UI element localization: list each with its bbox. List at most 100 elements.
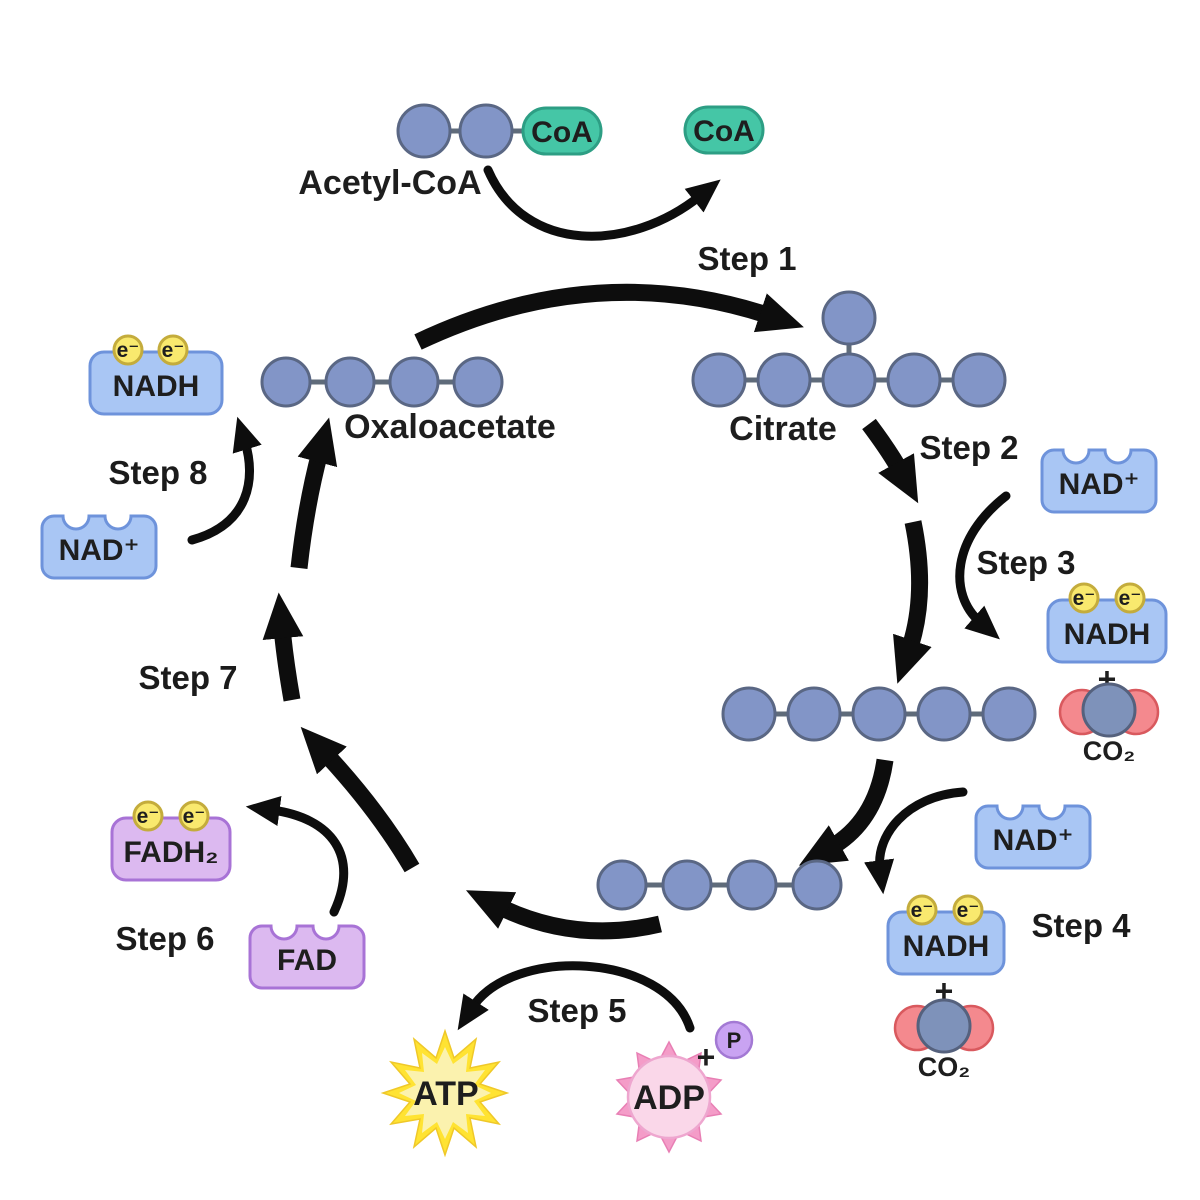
oxaloacetate-molecule: Oxaloacetate <box>260 356 556 446</box>
coa-capsule-label: CoA <box>531 116 593 149</box>
nad-plus-step4: NAD⁺ <box>974 804 1092 870</box>
carbon-atom <box>396 103 452 159</box>
nad-plus-label: NAD⁺ <box>993 824 1074 857</box>
step6-label: Step 6 <box>115 920 214 957</box>
fad-label: FAD <box>277 944 337 977</box>
carbon-atom <box>596 859 648 911</box>
nadh-label: NADH <box>113 370 200 403</box>
electron-label: e⁻ <box>137 805 160 828</box>
nadh-label: NADH <box>1064 618 1151 651</box>
carbon-atom <box>916 686 972 742</box>
nadh-step8: e⁻ e⁻ NADH <box>88 334 224 416</box>
nad-plus-step3: NAD⁺ <box>1040 448 1158 514</box>
carbon-atom <box>1081 682 1137 738</box>
electron-icon <box>1068 582 1100 614</box>
coa-capsule <box>683 105 765 155</box>
electron-icon <box>952 894 984 926</box>
carbon-atom <box>886 352 942 408</box>
step6-fad-reduction-arrow <box>245 796 349 917</box>
nadh-step4: e⁻ e⁻ NADH + <box>886 894 1006 1009</box>
coa-capsule <box>521 106 603 156</box>
carbon-atom <box>821 352 877 408</box>
step4-label: Step 4 <box>1031 907 1131 944</box>
step3-nad-reduction-arrow <box>955 491 1011 640</box>
nadh-box <box>88 350 224 416</box>
co2-label: CO₂ <box>1083 736 1136 766</box>
co2-label: CO₂ <box>918 1052 971 1082</box>
cycle-arrow-step3-to-4 <box>798 758 894 866</box>
step1-label: Step 1 <box>697 240 796 277</box>
electron-label: e⁻ <box>957 899 980 922</box>
cycle-arrow-step2 <box>862 418 919 504</box>
step3-label: Step 3 <box>976 544 1075 581</box>
adp-label: ADP <box>633 1079 705 1117</box>
electron-icon <box>178 800 210 832</box>
atp-star-inner <box>399 1047 491 1139</box>
step8-nad-reduction-arrow <box>187 416 262 545</box>
nad-plus-label: NAD⁺ <box>59 534 140 567</box>
fad-step6: FAD <box>248 924 366 990</box>
nadh-box <box>886 910 1006 976</box>
atp-label: ATP <box>413 1075 478 1113</box>
carbon-atom <box>916 998 972 1054</box>
carbon-atom <box>691 352 747 408</box>
nad-plus-step8: NAD⁺ <box>40 514 158 580</box>
step2-label: Step 2 <box>919 429 1018 466</box>
nadh-box <box>1046 598 1168 664</box>
phosphate-label: P <box>727 1028 742 1053</box>
electron-icon <box>906 894 938 926</box>
coa-capsule-label: CoA <box>693 115 755 148</box>
step8-label: Step 8 <box>108 454 207 491</box>
cycle-arrow-step6-segment <box>300 726 420 873</box>
acetyl-coa-molecule: CoA Acetyl-CoA <box>298 103 603 202</box>
carbon-atom <box>951 352 1007 408</box>
electron-label: e⁻ <box>117 339 140 362</box>
fadh2-label: FADH₂ <box>124 836 219 869</box>
carbon-atom <box>726 859 778 911</box>
carbon-atom <box>721 686 777 742</box>
electron-label: e⁻ <box>1073 587 1096 610</box>
electron-icon <box>157 334 189 366</box>
nadh-label: NADH <box>903 930 990 963</box>
nad-plus-label: NAD⁺ <box>1059 468 1140 501</box>
carbon-atom <box>851 686 907 742</box>
carbon-atom <box>821 290 877 346</box>
cycle-arrow-step5-segment <box>465 890 662 940</box>
carbon-atom <box>260 356 312 408</box>
electron-label: e⁻ <box>162 339 185 362</box>
coa-release-arrow <box>483 165 721 241</box>
four-carbon-molecule <box>596 859 843 911</box>
adp-center <box>626 1054 712 1140</box>
oxaloacetate-label: Oxaloacetate <box>344 408 556 446</box>
step7-label: Step 7 <box>138 659 237 696</box>
carbon-atom <box>786 686 842 742</box>
electron-icon <box>1114 582 1146 614</box>
carbon-atom <box>756 352 812 408</box>
fadh2-step6: e⁻ e⁻ FADH₂ <box>110 800 232 882</box>
carbon-atom <box>661 859 713 911</box>
cycle-arrow-step1 <box>414 283 804 350</box>
electron-label: e⁻ <box>1119 587 1142 610</box>
electron-label: e⁻ <box>911 899 934 922</box>
co2-step4: CO₂ <box>893 998 995 1082</box>
electron-label: e⁻ <box>183 805 206 828</box>
carbon-atom <box>791 859 843 911</box>
phosphate-icon <box>714 1020 754 1060</box>
carbon-atom <box>981 686 1037 742</box>
electron-icon <box>112 334 144 366</box>
electron-icon <box>132 800 164 832</box>
carbon-atom <box>452 356 504 408</box>
citrate-label: Citrate <box>729 410 837 448</box>
co2-step3: CO₂ <box>1058 682 1160 766</box>
acetyl-coa-label: Acetyl-CoA <box>298 164 481 202</box>
atp-burst: ATP <box>380 1028 510 1158</box>
citrate-molecule: Citrate <box>691 290 1007 448</box>
step5-adp-to-atp-arrow <box>457 961 695 1033</box>
adp-flower: ADP + P <box>615 1020 754 1154</box>
nadh-step3: e⁻ e⁻ NADH + <box>1046 582 1168 697</box>
cycle-arrow-step8-segment <box>290 417 338 569</box>
carbon-atom <box>458 103 514 159</box>
cycle-arrow-step2-to-3 <box>893 520 932 684</box>
